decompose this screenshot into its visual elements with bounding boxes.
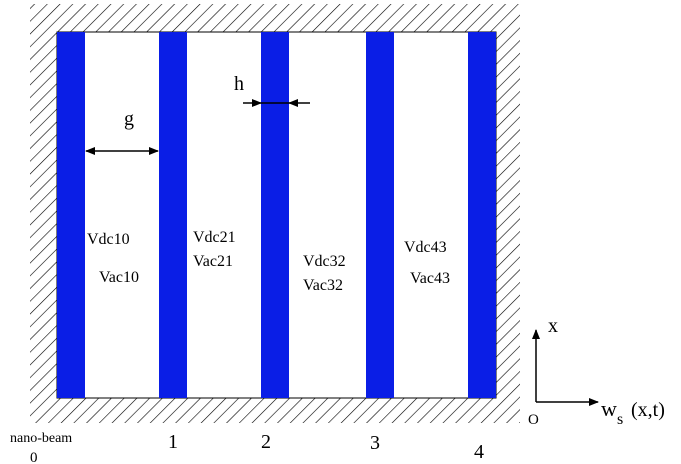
voltage-labels: Vdc10 Vac10 Vdc21 Vac21 Vdc32 Vac32 Vdc4… <box>87 229 450 294</box>
thickness-dimension: h <box>234 73 310 107</box>
voltage-dc-10: Vdc10 <box>87 231 130 248</box>
beam-index-3: 3 <box>370 432 380 454</box>
nano-beam-label: nano-beam <box>10 431 72 446</box>
beam-index-4: 4 <box>474 441 484 463</box>
frame-hatch-bottom <box>30 398 520 423</box>
coordinate-axes: x O w s (x,t) <box>528 315 665 428</box>
voltage-dc-32: Vdc32 <box>303 253 346 270</box>
beam-3 <box>366 32 394 398</box>
beam-index-2: 2 <box>261 431 271 453</box>
w-args-label: (x,t) <box>631 399 665 421</box>
beam-index-0: 0 <box>30 450 38 464</box>
gap-label: g <box>124 108 134 130</box>
w-subscript-label: s <box>617 411 623 428</box>
voltage-ac-21: Vac21 <box>193 253 233 270</box>
w-label: w <box>601 396 617 421</box>
frame-hatch-right <box>496 32 520 398</box>
thickness-label: h <box>234 73 244 95</box>
x-axis-label: x <box>548 315 558 337</box>
frame-hatch-left <box>30 32 57 398</box>
beam-4 <box>468 32 496 398</box>
voltage-dc-21: Vdc21 <box>193 229 236 246</box>
voltage-ac-43: Vac43 <box>410 270 450 287</box>
beams <box>57 32 496 398</box>
gap-dimension: g <box>85 108 159 155</box>
beam-1 <box>159 32 187 398</box>
voltage-dc-43: Vdc43 <box>404 239 447 256</box>
beam-2 <box>261 32 289 398</box>
beam-index-1: 1 <box>168 431 178 453</box>
beam-0 <box>57 32 85 398</box>
beam-index-labels: nano-beam 0 1 2 3 4 <box>10 431 484 464</box>
voltage-ac-10: Vac10 <box>99 269 139 286</box>
origin-label: O <box>528 412 539 428</box>
voltage-ac-32: Vac32 <box>303 277 343 294</box>
frame-hatch-top <box>30 4 520 32</box>
